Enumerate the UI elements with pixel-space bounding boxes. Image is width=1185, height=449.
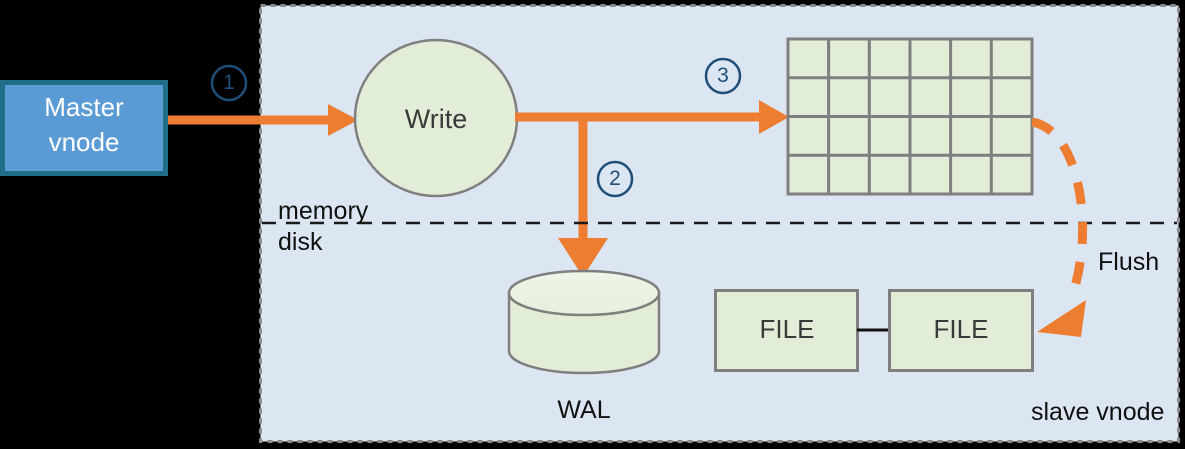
master-vnode-label-line2: vnode [48,127,120,157]
file-box-1-label: FILE [759,314,815,344]
master-vnode-label-line1: Master [44,92,124,122]
memtable-grid[interactable] [786,37,1034,196]
step-3-circle [704,57,742,95]
file-box-2-label: FILE [933,314,989,344]
arrow-write-to-wal [558,117,608,277]
step-2-number: 2 [609,167,621,190]
slave-vnode-label: slave vnode [1031,398,1165,426]
file-boxes-group [714,289,1034,372]
disk-label: disk [278,228,323,256]
arrow-flush-curve [1030,117,1088,337]
step-1-circle [210,64,248,102]
step-2-circle [596,160,634,198]
wal-label: WAL [557,396,611,424]
arrow-master-to-write [168,104,358,136]
arrow-write-to-memtable [515,100,789,134]
memory-label: memory [278,197,369,225]
master-vnode-box[interactable] [0,80,168,176]
file-box-2[interactable] [888,289,1034,372]
step-3-number: 3 [717,64,729,87]
flush-label: Flush [1098,248,1160,276]
wal-cylinder[interactable] [507,269,661,375]
write-node-label: Write [404,104,468,134]
step-1-number: 1 [223,71,235,94]
